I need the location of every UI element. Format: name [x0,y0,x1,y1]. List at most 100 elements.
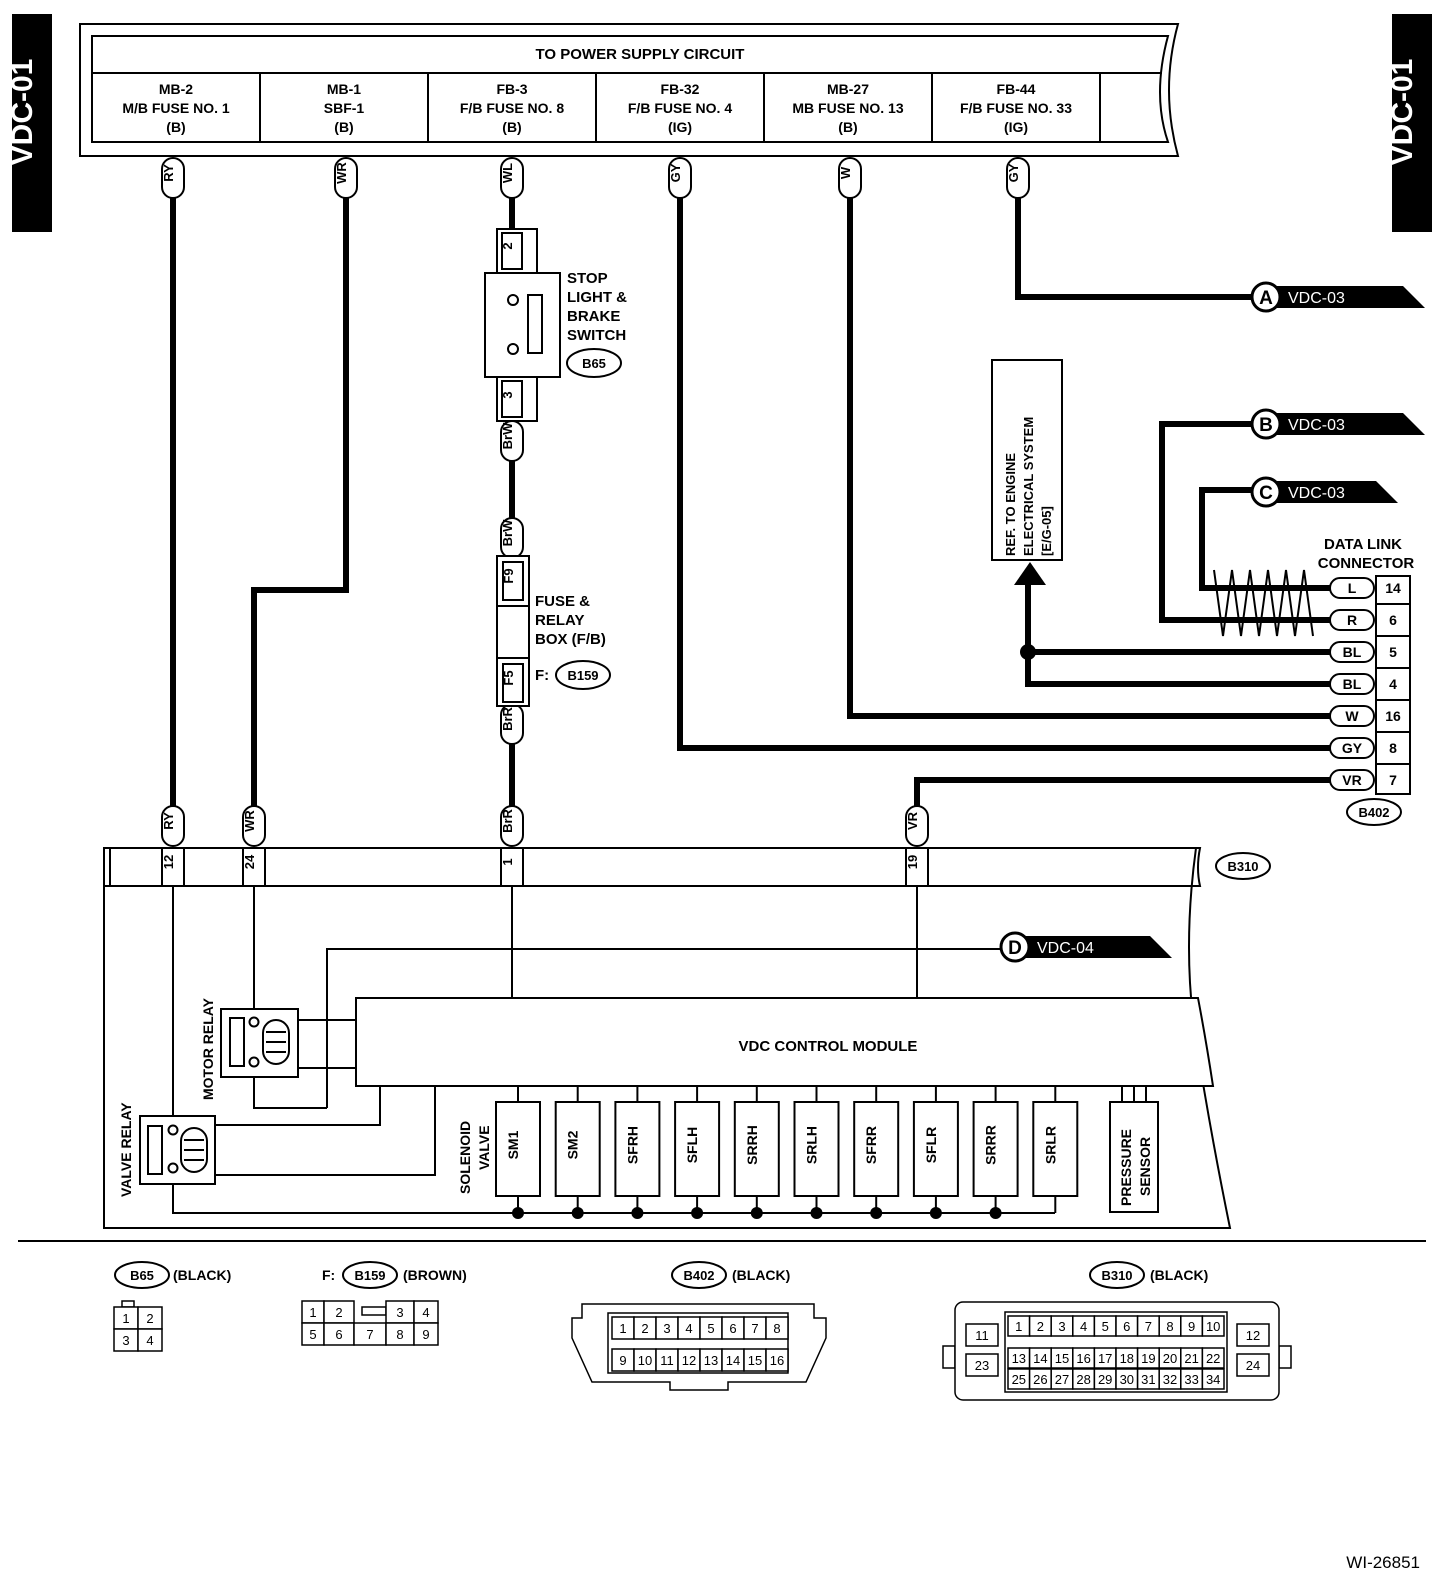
dlc-wire-6: GY [1342,740,1363,756]
wire-label-top-5-text: W [838,166,853,179]
wire-label-b310-3-text: BrR [500,808,515,832]
fuse-6-type: (IG) [1004,119,1028,135]
dlc-wire-5: W [1345,708,1359,724]
b310-face-pin-27: 27 [1055,1372,1069,1387]
b310-face-pin-3: 3 [1058,1319,1065,1334]
solenoid-sm2: SM2 [554,1086,601,1219]
b310-face-pin-32: 32 [1163,1372,1177,1387]
fuse-1-id: MB-2 [159,81,193,97]
conn-view-color-b65: (BLACK) [173,1267,231,1283]
b310-face-pin-19: 19 [1141,1351,1155,1366]
stop-switch-pin-bottom: 3 [500,391,515,398]
twisted-pair [1213,569,1314,637]
b402-pin-6: 6 [729,1321,736,1336]
wire-r-offpage-b [1159,421,1340,623]
b402-pin-5: 5 [707,1321,714,1336]
b310-face-pin-28: 28 [1076,1372,1090,1387]
wire-label-b310-1: RY [161,805,185,847]
wire-label-top-1: RY [161,157,185,199]
fuse-3-id: FB-3 [496,81,527,97]
b310-face-pin-17: 17 [1098,1351,1112,1366]
offpage-c: C VDC-03 [1250,476,1398,508]
solenoid-label-srrr: SRRR [983,1125,999,1165]
fuse-4-type: (IG) [668,119,692,135]
wire-label-brw-1: BrW [500,420,524,462]
b310-face-pin-15: 15 [1055,1351,1069,1366]
figure-id: WI-26851 [1346,1553,1420,1572]
fuse-5-name: MB FUSE NO. 13 [792,100,903,116]
conn-view-id-b402: B402 [683,1268,714,1283]
fuse-5-id: MB-27 [827,81,869,97]
b310-face-pin-5: 5 [1102,1319,1109,1334]
wire-bl-4 [1025,585,1340,687]
fuse-box-label-3: BOX (F/B) [535,631,606,648]
wire-label-b310-4: VR [905,805,929,847]
dlc-pin-16: 16 [1385,708,1401,724]
solenoid-label-srlh: SRLH [804,1126,820,1164]
offpage-target-a: VDC-03 [1288,290,1345,307]
b402-pin-14: 14 [726,1353,740,1368]
wire-label-top-6-text: GY [1006,163,1021,182]
offpage-letter-c: C [1259,483,1273,504]
b402-pin-4: 4 [685,1321,692,1336]
stop-switch-label-4: SWITCH [567,327,626,344]
dlc-pin-7: 7 [1389,772,1397,788]
b402-pin-9: 9 [619,1353,626,1368]
fuse-3-name: F/B FUSE NO. 8 [460,100,564,116]
solenoid-junction [512,1207,524,1219]
b402-pin-3: 3 [663,1321,670,1336]
b310-face-pin-7: 7 [1145,1319,1152,1334]
solenoid-sfrr: SFRR [853,1086,900,1219]
b402-pin-1: 1 [619,1321,626,1336]
b310-face-pin-30: 30 [1120,1372,1134,1387]
fuse-3-type: (B) [502,119,521,135]
b402-pin-16: 16 [770,1353,784,1368]
wire-w-dlc [847,180,1340,719]
valve-relay-label: VALVE RELAY [118,1102,134,1197]
page-tag-right: VDC-01 [1386,14,1432,232]
b310-face-pin-10: 10 [1206,1319,1220,1334]
b310-pin-24: 24 [242,854,257,869]
fuse-4-id: FB-32 [661,81,700,97]
wire-gy-offpage-a [1015,180,1262,300]
b310-face-pin-23: 23 [975,1358,989,1373]
dlc-wire-7: VR [1342,772,1361,788]
b310-face-pin-25: 25 [1012,1372,1026,1387]
wire-label-top-1-text: RY [161,164,176,182]
b310-pin-12: 12 [161,855,176,869]
fuse-1-name: M/B FUSE NO. 1 [122,100,230,116]
solenoid-label-2: VALVE [476,1125,492,1170]
b310-face-pin-11: 11 [975,1328,989,1343]
fuse-2-name: SBF-1 [324,100,365,116]
solenoid-label-sm1: SM1 [505,1130,521,1159]
fuse-6-name: F/B FUSE NO. 33 [960,100,1072,116]
b402-pin-10: 10 [638,1353,652,1368]
dlc-pin-5: 5 [1389,644,1397,660]
dlc-pin-8: 8 [1389,740,1397,756]
offpage-target-c: VDC-03 [1288,485,1345,502]
b310-connector-id: B310 [1227,859,1258,874]
b159-pin-4: 4 [422,1305,429,1320]
b310-face-pin-4: 4 [1080,1319,1087,1334]
conn-view-color-b310: (BLACK) [1150,1267,1208,1283]
solenoid-junction [691,1207,704,1219]
solenoid-junction [571,1207,584,1219]
b402-pin-2: 2 [641,1321,648,1336]
wire-label-top-3: WL [500,157,524,199]
pressure-sensor: PRESSURE SENSOR [1109,1086,1159,1213]
conn-view-color-b159: (BROWN) [403,1267,467,1283]
b159-pin-3: 3 [396,1305,403,1320]
solenoid-srrr: SRRR [972,1086,1019,1219]
b310-face-pin-2: 2 [1037,1319,1044,1334]
stop-switch-pin-top: 2 [500,242,515,249]
wire-label-brw-1-text: BrW [500,422,515,449]
stop-switch-connector: B65 [582,356,606,371]
wire-wr [251,180,349,820]
solenoid-label-srrh: SRRH [744,1125,760,1165]
